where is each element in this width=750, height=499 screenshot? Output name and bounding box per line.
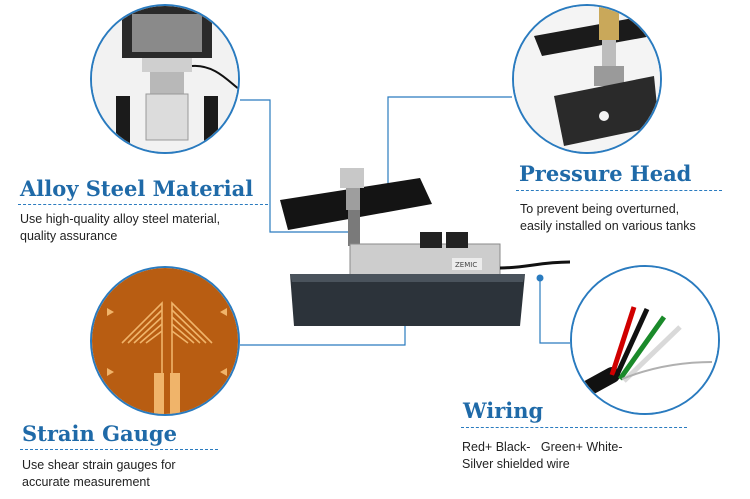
alloy-steel-photo — [90, 4, 240, 154]
feature-desc-line: quality assurance — [20, 229, 118, 243]
feature-desc-line: To prevent being overturned, — [520, 202, 680, 216]
feature-desc-pressure-head: To prevent being overturned, easily inst… — [520, 201, 696, 235]
divider-alloy — [18, 204, 268, 205]
feature-desc-strain-gauge: Use shear strain gauges for accurate mea… — [22, 457, 176, 491]
feature-desc-line: Use shear strain gauges for — [22, 458, 176, 472]
divider-wiring — [461, 427, 687, 428]
load-cell-product: ZEMIC — [270, 150, 571, 340]
feature-title-strain-gauge: Strain Gauge — [22, 421, 177, 446]
feature-desc-alloy-steel: Use high-quality alloy steel material, q… — [20, 211, 220, 245]
divider-strain — [20, 449, 218, 450]
feature-desc-line: easily installed on various tanks — [520, 219, 696, 233]
feature-desc-line: Use high-quality alloy steel material, — [20, 212, 221, 226]
feature-desc-line: accurate measurement — [22, 475, 150, 489]
feature-title-wiring: Wiring — [463, 398, 544, 423]
feature-desc-wiring: Red+ Black- Green+ White- Silver shielde… — [462, 439, 622, 473]
product-label: ZEMIC — [455, 261, 477, 269]
feature-desc-line: Silver shielded wire — [462, 457, 570, 471]
feature-title-alloy-steel: Alloy Steel Material — [20, 176, 254, 201]
strain-gauge-photo — [90, 266, 240, 416]
divider-pressure — [516, 190, 722, 191]
pressure-head-photo — [512, 4, 662, 154]
feature-title-pressure-head: Pressure Head — [519, 161, 692, 186]
feature-desc-line: Red+ Black- Green+ White- — [462, 440, 623, 454]
wiring-photo — [570, 265, 720, 415]
